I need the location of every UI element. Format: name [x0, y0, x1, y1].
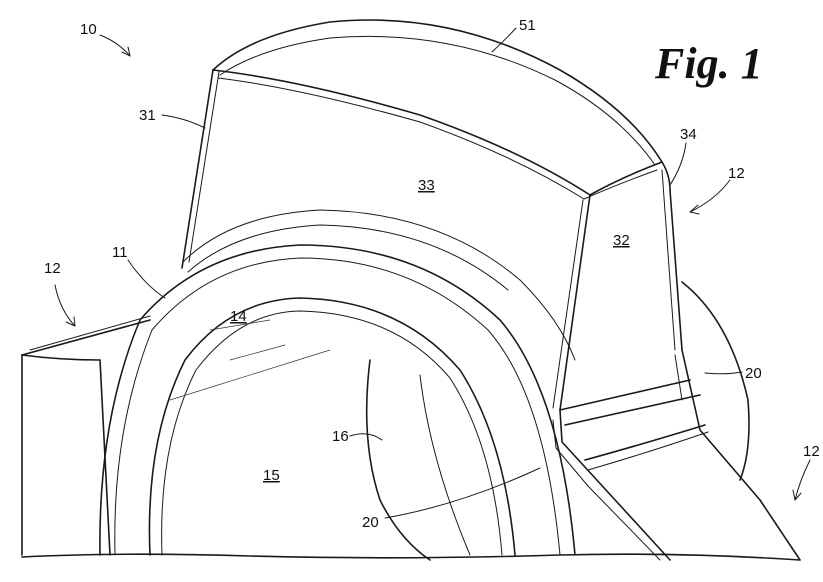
label-51: 51: [519, 17, 536, 34]
label-14: 14: [230, 308, 247, 325]
figure-title: Fig. 1: [654, 39, 763, 88]
label-32: 32: [613, 232, 630, 249]
label-33: 33: [418, 177, 435, 194]
ground-line: [21, 553, 801, 561]
label-12-right-bottom: 12: [803, 443, 820, 460]
label-34: 34: [680, 126, 697, 143]
label-10: 10: [80, 21, 97, 38]
label-16: 16: [332, 428, 349, 445]
leaders: [54, 27, 811, 519]
side-face: [552, 169, 801, 561]
left-wing: [21, 315, 151, 556]
label-15: 15: [263, 467, 280, 484]
arch: [99, 209, 576, 561]
reference-labels: 10 51 31 34 33 12 32 11 12 14 20 16 12 1…: [44, 17, 820, 531]
label-12-right-top: 12: [728, 165, 745, 182]
label-20-bottom: 20: [362, 514, 379, 531]
top-block: [181, 19, 671, 269]
label-12-left: 12: [44, 260, 61, 277]
label-20-right: 20: [745, 365, 762, 382]
label-31: 31: [139, 107, 156, 124]
label-11: 11: [112, 244, 128, 261]
